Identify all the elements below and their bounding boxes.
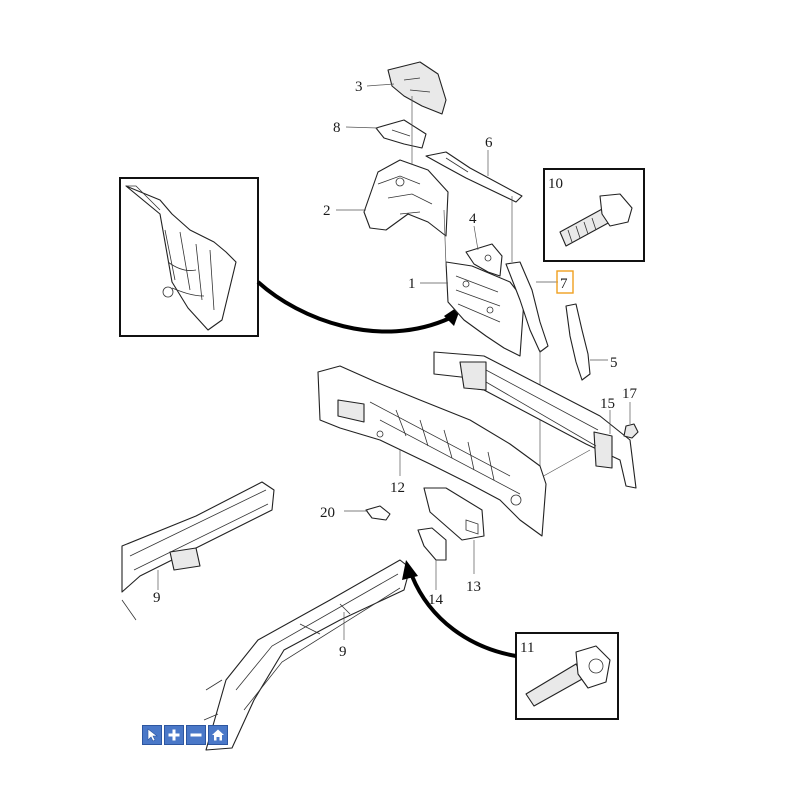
part-7 (505, 261, 558, 353)
callout-4[interactable]: 4 (469, 211, 477, 227)
inset-part-11 (515, 632, 619, 720)
callout-17[interactable]: 17 (622, 386, 638, 402)
callout-15[interactable]: 15 (600, 396, 615, 412)
home-icon (212, 729, 224, 741)
home-button[interactable] (208, 725, 228, 745)
callout-9-right[interactable]: 9 (339, 644, 347, 660)
callout-8[interactable]: 8 (333, 120, 341, 136)
callout-14[interactable]: 14 (428, 592, 444, 608)
callout-6[interactable]: 6 (485, 135, 493, 151)
part-15 (433, 351, 637, 489)
callout-5[interactable]: 5 (610, 355, 618, 371)
pointer-icon (147, 728, 158, 742)
part-3 (366, 61, 447, 115)
part-2 (336, 159, 449, 237)
inset-11-arrow (410, 575, 517, 658)
callout-2[interactable]: 2 (323, 203, 331, 219)
zoom-in-button[interactable] (164, 725, 184, 745)
callout-7-highlight (556, 270, 574, 294)
part-12 (317, 365, 547, 537)
zoom-out-icon (190, 733, 202, 737)
zoom-out-button[interactable] (186, 725, 206, 745)
zoom-toolbar (142, 725, 228, 745)
inset-part-10 (543, 168, 645, 262)
callout-13[interactable]: 13 (466, 579, 481, 595)
callout-7[interactable]: 7 (560, 276, 568, 292)
callout-12[interactable]: 12 (390, 480, 405, 496)
callout-9-left[interactable]: 9 (153, 590, 161, 606)
inset-detail-panel (119, 177, 259, 337)
callout-3[interactable]: 3 (355, 79, 363, 95)
inset-arrow (256, 280, 451, 334)
part-20 (344, 505, 391, 521)
callout-10[interactable]: 10 (548, 176, 563, 192)
pointer-button[interactable] (142, 725, 162, 745)
part-14 (417, 527, 447, 590)
callout-1[interactable]: 1 (408, 276, 416, 292)
part-13 (423, 487, 485, 574)
part-5 (565, 303, 608, 381)
part-6 (425, 150, 523, 203)
part-4 (465, 225, 503, 277)
part-9-left (121, 481, 275, 621)
part-8 (345, 119, 427, 149)
callout-11[interactable]: 11 (520, 640, 534, 656)
part-17 (623, 402, 639, 439)
callout-20[interactable]: 20 (320, 505, 335, 521)
inset-11-arrow-head (402, 560, 418, 580)
part-1 (420, 261, 525, 357)
part-9-right (203, 559, 411, 751)
zoom-in-icon (168, 729, 180, 741)
